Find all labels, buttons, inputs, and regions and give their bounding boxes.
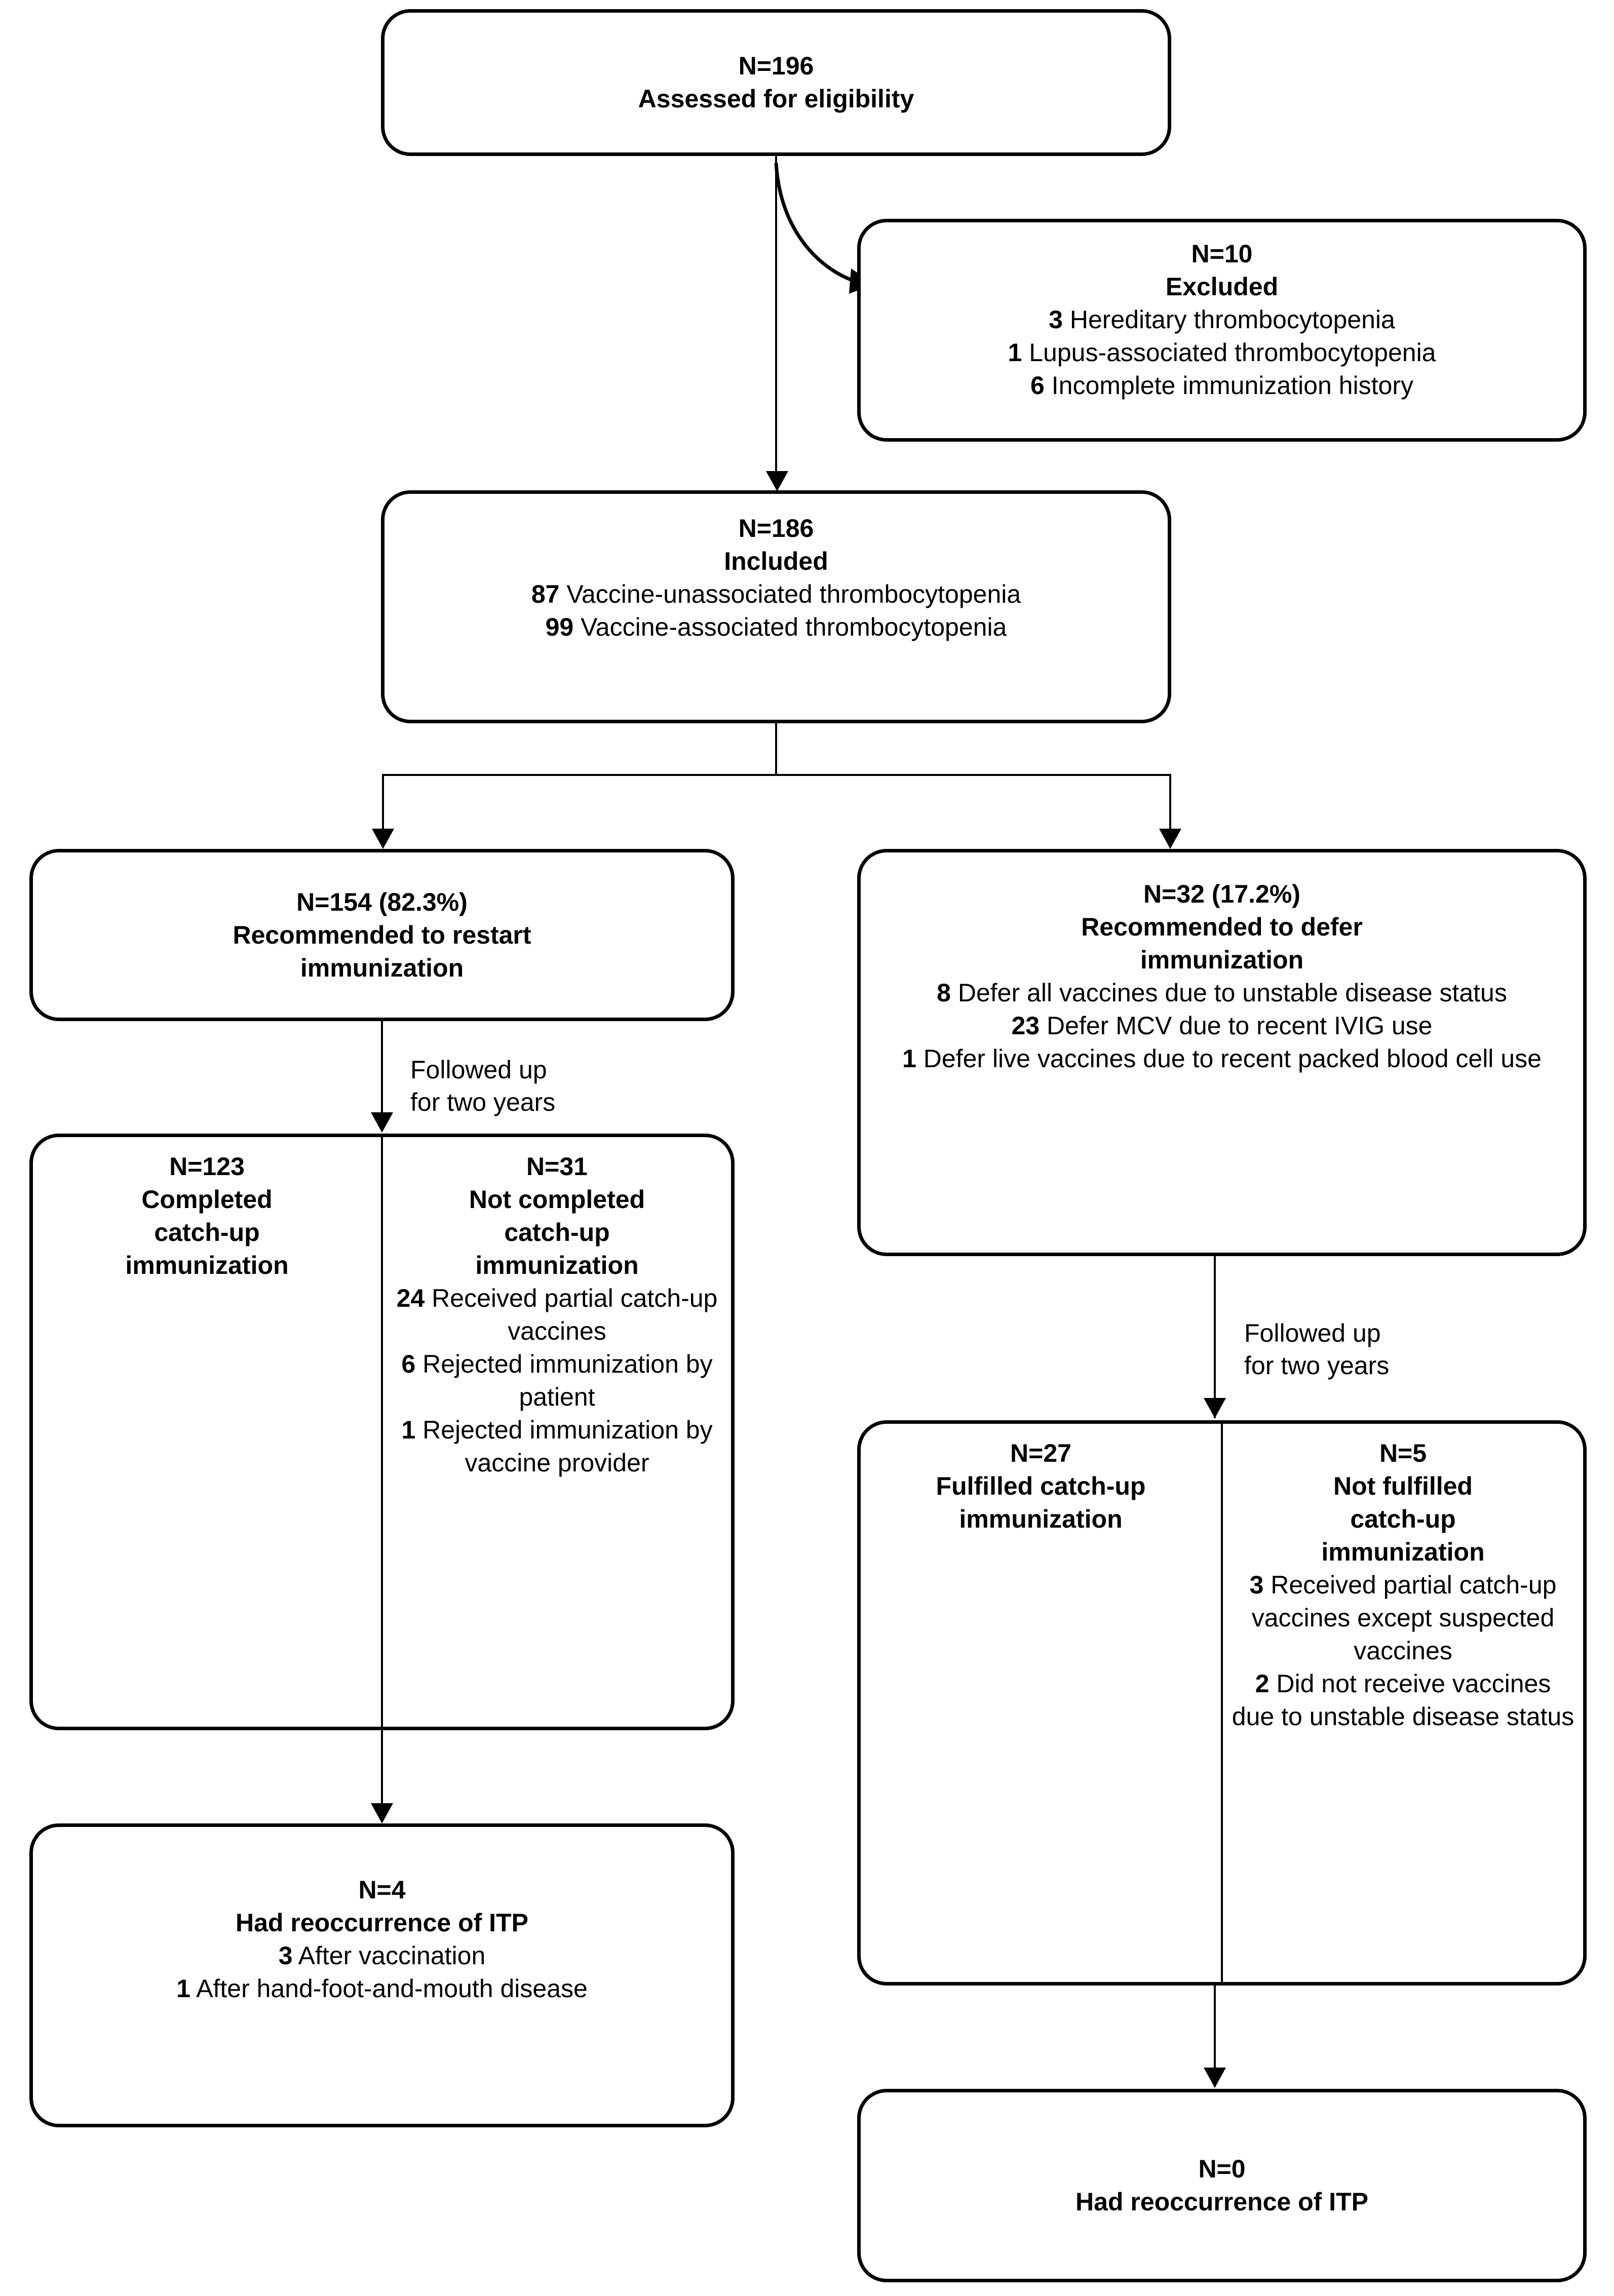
arrowhead-catchup-right [1204,1398,1226,1418]
node-count-label: N=0 [1198,2155,1246,2183]
connector-left-to-reoccurrence [381,1730,383,1821]
connector-included-down [775,723,777,775]
connector-defer-to-catchup [1214,1256,1216,1418]
arrowhead-included [766,471,788,491]
node-item: 1 Rejected immunization by vaccine provi… [401,1416,713,1477]
node-count-label: N=154 (82.3%) [296,887,468,916]
node-title-line-3: immunization [125,1251,289,1279]
node-title-line-1: Completed [141,1185,273,1214]
node-count-label: N=196 [738,52,814,80]
node-item: 3 After vaccination [278,1941,486,1970]
node-item: 3 Received partial catch-up vaccines exc… [1249,1571,1557,1665]
node-completed-catchup[interactable]: N=123 Completed catch-up immunization [33,1137,381,1727]
node-title: Assessed for eligibility [638,85,914,113]
edge-label-followup-left: Followed up for two years [410,1056,556,1116]
node-title: Had reoccurrence of ITP [1075,2188,1368,2216]
node-title-line-3: immunization [475,1251,639,1279]
node-reoccurrence-right[interactable]: N=0 Had reoccurrence of ITP [857,2089,1587,2282]
node-title-line-2: immunization [959,1505,1123,1533]
node-title: Had reoccurrence of ITP [236,1909,528,1937]
connector-to-restart [382,774,384,836]
node-title-line-2: immunization [300,953,464,982]
node-title: Excluded [1165,273,1279,301]
node-item: 1 Lupus-associated thrombocytopenia [1008,338,1436,367]
node-excluded[interactable]: N=10 Excluded 3 Hereditary thrombocytope… [857,219,1587,442]
node-count-label: N=186 [738,514,814,542]
arrowhead-catchup-left [371,1112,393,1133]
node-title-line-1: Not completed [469,1185,645,1214]
node-item: 1 After hand-foot-and-mouth disease [176,1974,588,2003]
node-catchup-outcome-left[interactable]: N=123 Completed catch-up immunization N=… [29,1134,735,1730]
node-title-line-2: immunization [1140,946,1304,974]
node-item: 87 Vaccine-unassociated thrombocytopenia [531,580,1021,608]
node-count-label: N=4 [358,1876,406,1904]
node-not-completed-catchup[interactable]: N=31 Not completed catch-up immunization… [383,1137,731,1727]
edge-label-followup-right: Followed up for two years [1244,1319,1390,1380]
node-item: 8 Defer all vaccines due to unstable dis… [937,979,1507,1007]
node-item: 1 Defer live vaccines due to recent pack… [902,1044,1542,1073]
node-count-label: N=31 [526,1152,588,1181]
connector-right-to-reoccurrence [1214,1986,1216,2087]
node-item: 2 Did not receive vaccines due to unstab… [1232,1669,1574,1731]
node-item: 99 Vaccine-associated thrombocytopenia [545,613,1007,641]
node-reoccurrence-left[interactable]: N=4 Had reoccurrence of ITP 3 After vacc… [29,1823,735,2127]
node-count-label: N=32 (17.2%) [1143,880,1300,908]
arrowhead-defer [1159,829,1181,849]
node-item: 6 Rejected immunization by patient [401,1350,713,1411]
node-item: 3 Hereditary thrombocytopenia [1049,305,1395,334]
node-title: Included [724,547,828,575]
arrowhead-restart [372,829,394,849]
arrowhead-reoccurrence-right [1204,2068,1226,2088]
node-not-fulfilled-catchup[interactable]: N=5 Not fulfilled catch-up immunization … [1223,1424,1583,1982]
node-title-line-1: Fulfilled catch-up [936,1472,1146,1500]
node-fulfilled-catchup[interactable]: N=27 Fulfilled catch-up immunization [861,1424,1221,1982]
node-recommended-restart[interactable]: N=154 (82.3%) Recommended to restart imm… [29,849,735,1021]
connector-branch-bar [382,774,1170,776]
connector-to-defer [1169,774,1171,836]
node-assessed-for-eligibility[interactable]: N=196 Assessed for eligibility [381,9,1171,156]
node-item: 23 Defer MCV due to recent IVIG use [1011,1011,1433,1040]
node-title-line-2: catch-up [154,1218,260,1247]
node-recommended-defer[interactable]: N=32 (17.2%) Recommended to defer immuni… [857,849,1587,1256]
split-divider [381,1137,383,1727]
node-count-label: N=10 [1191,240,1253,268]
connector-assessed-to-included [775,156,777,480]
node-title-line-2: catch-up [504,1218,610,1247]
node-count-label: N=5 [1379,1439,1427,1467]
node-catchup-outcome-right[interactable]: N=27 Fulfilled catch-up immunization N=5… [857,1420,1587,1986]
node-included[interactable]: N=186 Included 87 Vaccine-unassociated t… [381,490,1171,723]
node-title-line-1: Not fulfilled [1333,1472,1473,1500]
arrowhead-reoccurrence-left [371,1803,393,1823]
node-count-label: N=123 [169,1152,245,1181]
node-title-line-1: Recommended to defer [1081,913,1363,941]
split-divider [1221,1424,1223,1982]
node-item: 24 Received partial catch-up vaccines [396,1284,718,1345]
node-title-line-2: catch-up [1350,1505,1456,1533]
node-count-label: N=27 [1010,1439,1071,1467]
node-title-line-3: immunization [1321,1538,1485,1566]
node-item: 6 Incomplete immunization history [1030,371,1413,400]
node-title-line-1: Recommended to restart [233,920,531,949]
connector-restart-to-catchup [381,1021,383,1131]
